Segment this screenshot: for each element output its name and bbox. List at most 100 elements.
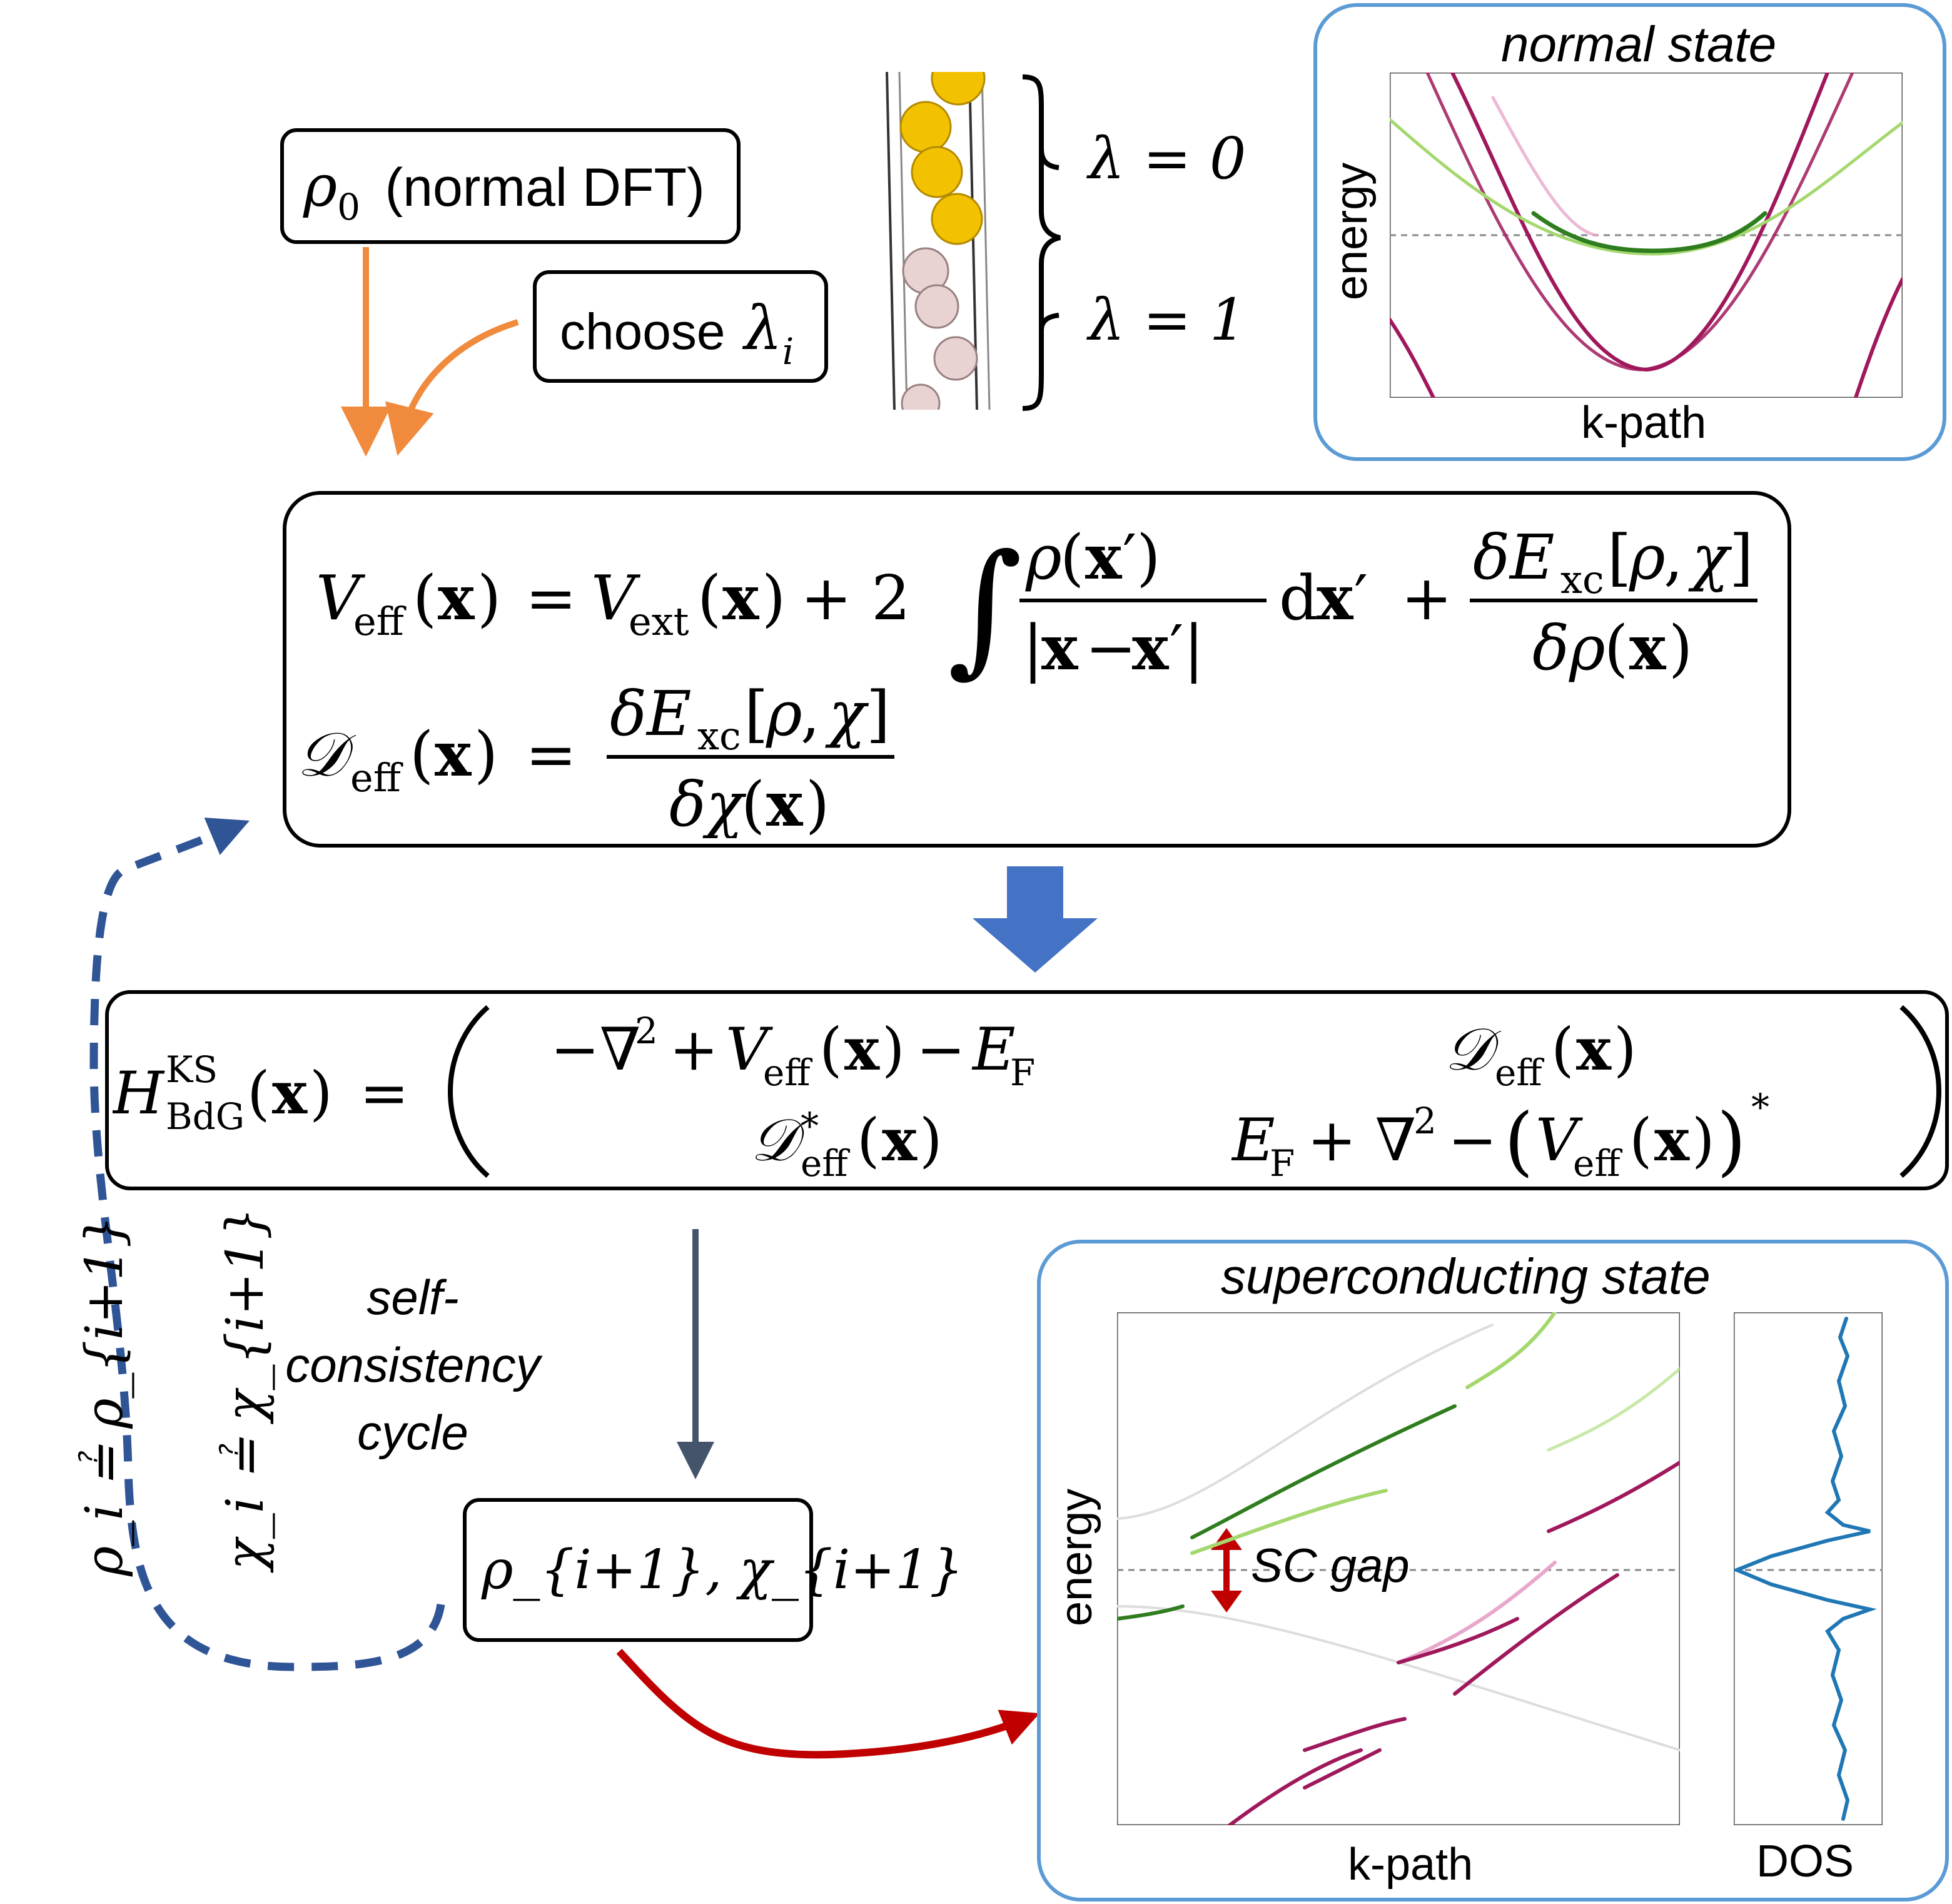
svg-text:x: x	[766, 769, 804, 838]
svg-text:): )	[806, 769, 829, 838]
svg-text:d: d	[1279, 563, 1318, 634]
svg-text:(: (	[819, 1016, 842, 1084]
chi-convergence-check: χ_i ≟ χ_{i+1}	[216, 1207, 275, 1570]
svg-text:(: (	[1604, 613, 1628, 684]
normal-band-magenta-3	[1390, 318, 1435, 398]
dos-curve	[1734, 1317, 1877, 1821]
svg-text:]: ]	[1729, 522, 1753, 594]
svg-text:χ: χ	[825, 679, 869, 750]
svg-text:(: (	[1551, 1016, 1574, 1084]
svg-text:xc: xc	[697, 713, 741, 759]
svg-text:,: ,	[801, 679, 820, 750]
normal-state-xlabel: k-path	[1581, 398, 1707, 448]
svg-text:|: |	[1023, 613, 1043, 684]
svg-text:′: ′	[1354, 563, 1368, 634]
sc-band-light-green-3	[1547, 1367, 1680, 1452]
svg-text:): )	[1669, 613, 1692, 684]
svg-text:(: (	[413, 563, 437, 634]
svg-text:(: (	[741, 769, 765, 838]
sc-band-light-green-2	[1465, 1312, 1557, 1389]
rho-convergence-check: ρ_i ≟ ρ_{i+1}	[75, 1215, 134, 1576]
svg-text:): )	[310, 1060, 333, 1128]
lambda-zero-label: λ = 0	[1088, 125, 1247, 192]
svg-text:χ: χ	[1688, 522, 1732, 594]
svg-text:x: x	[438, 562, 475, 634]
svg-text:+ 2: + 2	[801, 563, 911, 634]
svg-text:): )	[919, 1106, 943, 1175]
normal-band-pink	[1491, 96, 1598, 237]
normal-state-panel	[1313, 3, 1946, 461]
sc-band-magenta-5	[1303, 1748, 1382, 1790]
svg-text:−∇: −∇	[550, 1016, 640, 1084]
svg-text:E: E	[1231, 1106, 1275, 1175]
sc-band-light-green-1	[1190, 1489, 1388, 1555]
svg-text:V: V	[726, 1016, 773, 1084]
sc-band-dark-green-1	[1190, 1404, 1457, 1539]
svg-text:2: 2	[1413, 1100, 1437, 1142]
sc-state-title: superconducting state	[1221, 1248, 1711, 1304]
svg-text:): )	[1717, 1098, 1746, 1185]
svg-text:eff: eff	[353, 599, 407, 644]
input-density-label: ρ0 (normal DFT)	[303, 153, 705, 228]
svg-text:x: x	[722, 562, 760, 634]
svg-text:): )	[1692, 1106, 1715, 1175]
atoms-lambda-0	[899, 72, 986, 245]
svg-text:eff: eff	[1573, 1142, 1622, 1185]
svg-text:𝒟: 𝒟	[297, 719, 357, 791]
svg-text:′|: ′|	[1170, 613, 1204, 684]
svg-text:x: x	[1041, 612, 1079, 684]
svg-text:ρ: ρ	[1025, 522, 1062, 594]
svg-text:[: [	[744, 679, 768, 750]
svg-text:+ ∇: + ∇	[1307, 1106, 1416, 1175]
svg-text:x: x	[272, 1059, 308, 1128]
svg-text:x: x	[1576, 1015, 1612, 1084]
normal-band-magenta-1	[1450, 73, 1829, 372]
svg-text:]: ]	[866, 679, 890, 750]
svg-text:F: F	[1010, 1051, 1035, 1094]
blue-down-arrow	[973, 866, 1098, 973]
svg-text:xc: xc	[1560, 557, 1604, 602]
sc-state-xlabel: k-path	[1348, 1840, 1474, 1890]
svg-text:=: =	[525, 719, 577, 791]
svg-text:∫: ∫	[948, 524, 1023, 691]
svg-text:x: x	[882, 1106, 918, 1175]
orange-arrow-curved	[385, 319, 519, 456]
svg-text:[: [	[1607, 522, 1631, 594]
svg-text:eff: eff	[1495, 1051, 1544, 1094]
svg-text:eff: eff	[801, 1142, 850, 1185]
svg-text:(: (	[410, 719, 433, 791]
sc-band-magenta-2	[1453, 1573, 1619, 1696]
svg-text:): )	[882, 1016, 905, 1084]
svg-text:x: x	[844, 1015, 880, 1084]
svg-text:x: x	[1317, 562, 1354, 634]
svg-text:δρ: δρ	[1532, 613, 1606, 684]
normal-band-dark-green	[1531, 211, 1767, 253]
svg-text:H: H	[113, 1060, 165, 1128]
lambda-braces	[1022, 74, 1061, 411]
effective-potential-box	[283, 491, 1791, 848]
sc-dos-plot	[1734, 1312, 1883, 1825]
output-density-label: ρ_{i+1}, χ_{i+1}	[482, 1539, 964, 1601]
svg-text:x: x	[1654, 1106, 1690, 1175]
svg-text:−: −	[1448, 1106, 1497, 1175]
choose-lambda-box	[533, 270, 828, 383]
svg-text:): )	[762, 563, 786, 634]
sc-band-magenta-4	[1228, 1748, 1363, 1825]
svg-text:(: (	[1504, 1098, 1534, 1185]
svg-text:(: (	[1629, 1106, 1652, 1175]
svg-text:′): ′)	[1123, 522, 1160, 594]
svg-text:=: =	[360, 1060, 409, 1128]
svg-text:(: (	[1060, 522, 1084, 594]
svg-text:+: +	[1401, 563, 1452, 634]
svg-text:,: ,	[1664, 522, 1683, 594]
input-density-box	[280, 128, 741, 244]
brace-tips	[1039, 148, 1059, 331]
normal-band-magenta-4	[1854, 277, 1903, 398]
svg-text:*: *	[1751, 1086, 1769, 1128]
svg-text:E: E	[971, 1016, 1016, 1084]
svg-text:(: (	[697, 563, 721, 634]
svg-text:=: =	[525, 563, 577, 634]
normal-band-light-green	[1390, 118, 1903, 256]
svg-text:x: x	[435, 719, 472, 791]
